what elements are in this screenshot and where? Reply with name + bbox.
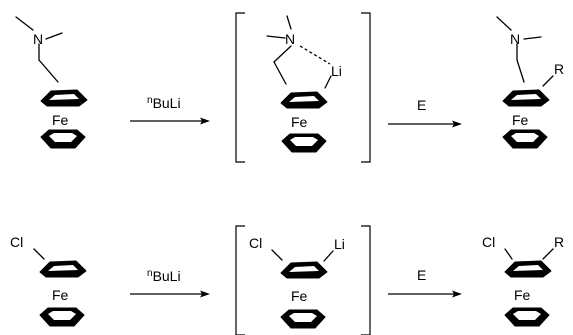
iron-atom: Fe [52, 112, 69, 128]
reagent-prefix: n [147, 268, 153, 279]
iron-atom: Fe [291, 114, 308, 130]
reaction-arrow-2b: E [388, 267, 462, 298]
nitrogen-atom: N [33, 31, 43, 47]
svg-text:nBuLi: nBuLi [147, 95, 181, 111]
molecule-2b: Cl Li Fe [249, 235, 345, 329]
iron-atom: Fe [291, 288, 308, 304]
cp-ring-top [502, 89, 550, 107]
cp-ring-top [504, 260, 552, 278]
iron-atom: Fe [512, 112, 529, 128]
molecule-1b: N Li Fe [266, 15, 342, 153]
cp-ring-top [280, 91, 328, 109]
nitrogen-atom: N [285, 31, 295, 47]
molecule-1c: N R Fe [496, 16, 564, 149]
cp-ring-bottom [281, 133, 327, 153]
electrophile-label: E [417, 97, 426, 113]
lithium-atom: Li [331, 63, 342, 79]
reaction-arrow-2a: nBuLi [130, 268, 210, 298]
cp-ring-top [39, 260, 87, 278]
reagent-label: BuLi [153, 268, 181, 284]
svg-text:nBuLi: nBuLi [147, 268, 181, 284]
molecule-1a: N Fe [15, 16, 88, 149]
nitrogen-atom: N [510, 31, 520, 47]
reagent-label: BuLi [153, 95, 181, 111]
cp-ring-bottom [39, 307, 85, 327]
electrophile-label: E [417, 267, 426, 283]
cp-ring-bottom [280, 309, 326, 329]
cp-ring-bottom [504, 307, 550, 327]
iron-atom: Fe [52, 287, 69, 303]
lithium-atom: Li [334, 236, 345, 252]
substituent-r: R [554, 61, 564, 77]
molecule-2a: Cl Fe [10, 234, 87, 327]
chlorine-atom: Cl [249, 235, 262, 251]
substituent-r: R [554, 234, 564, 250]
reagent-prefix: n [147, 95, 153, 106]
cp-ring-top [280, 261, 328, 279]
chlorine-atom: Cl [10, 234, 23, 250]
intermediate-bracket-2 [235, 225, 371, 335]
cp-ring-bottom [502, 129, 548, 149]
cp-ring-top [40, 89, 88, 107]
reaction-arrow-1b: E [388, 97, 462, 128]
cp-ring-bottom [40, 129, 86, 149]
intermediate-bracket-1 [235, 12, 371, 163]
reaction-arrow-1a: nBuLi [130, 95, 210, 125]
iron-atom: Fe [514, 287, 531, 303]
molecule-2c: Cl R Fe [482, 234, 564, 327]
chlorine-atom: Cl [482, 234, 495, 250]
